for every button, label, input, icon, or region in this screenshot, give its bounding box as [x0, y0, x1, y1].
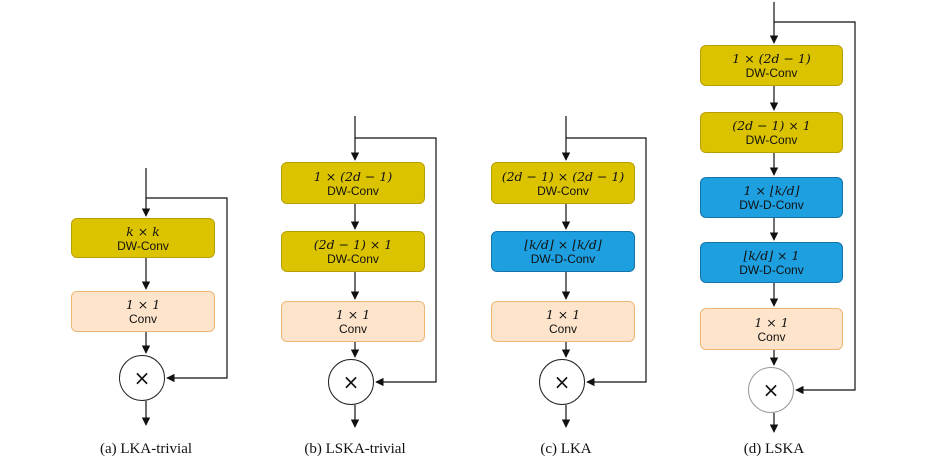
panel-d-dwconv-block-2: (2d − 1) × 1 DW-Conv [700, 112, 843, 153]
kernel-size-label: 1 × (2d − 1) [732, 51, 811, 66]
panel-c-dwconv-block: (2d − 1) × (2d − 1) DW-Conv [491, 162, 635, 204]
panel-a-multiply-node: × [119, 355, 165, 401]
panel-d-conv-block: 1 × 1 Conv [700, 308, 843, 350]
panel-a-caption: (a) LKA-trivial [99, 441, 193, 457]
panel-d-dwconv-block-1: 1 × (2d − 1) DW-Conv [700, 45, 843, 86]
panel-d-dwdconv-block-1: 1 × ⌊k/d⌋ DW-D-Conv [700, 177, 843, 218]
panel-a-dwconv-block: k × k DW-Conv [71, 218, 215, 258]
layer-type-label: DW-D-Conv [739, 198, 804, 212]
panel-b-multiply-node: × [328, 359, 374, 405]
layer-type-label: DW-Conv [327, 183, 379, 198]
panel-c-skip-connection [566, 137, 647, 387]
layer-type-label: DW-D-Conv [739, 263, 804, 277]
panel-d-caption: (d) LSKA [743, 441, 805, 457]
kernel-size-label: ⌊k/d⌋ × 1 [743, 248, 800, 263]
panel-d-multiply-node: × [748, 367, 794, 413]
panel-b-conv-block: 1 × 1 Conv [281, 301, 425, 342]
panel-b-caption: (b) LSKA-trivial [304, 441, 406, 457]
layer-type-label: DW-Conv [745, 66, 798, 80]
kernel-size-label: (2d − 1) × 1 [732, 118, 811, 133]
panel-b-dwconv-block-1: 1 × (2d − 1) DW-Conv [281, 162, 425, 204]
kernel-size-label: 1 × ⌊k/d⌋ [743, 183, 800, 198]
panel-c-multiply-node: × [539, 359, 585, 405]
kernel-size-label: 1 × 1 [545, 307, 581, 322]
panel-b-dwconv-block-2: (2d − 1) × 1 DW-Conv [281, 231, 425, 272]
panel-a-skip-connection [146, 197, 228, 383]
kernel-size-label: k × k [126, 223, 160, 239]
kernel-size-label: 1 × 1 [754, 314, 789, 330]
panel-d-dwdconv-block-2: ⌊k/d⌋ × 1 DW-D-Conv [700, 242, 843, 283]
layer-type-label: Conv [548, 322, 577, 336]
layer-type-label: DW-Conv [117, 238, 169, 253]
layer-type-label: Conv [338, 322, 367, 336]
panel-a-conv-block: 1 × 1 Conv [71, 291, 215, 332]
panel-c-conv-block: 1 × 1 Conv [491, 301, 635, 342]
layer-type-label: DW-D-Conv [530, 252, 596, 266]
kernel-size-label: (2d − 1) × (2d − 1) [501, 168, 625, 184]
kernel-size-label: (2d − 1) × 1 [313, 237, 393, 252]
layer-type-label: DW-Conv [537, 183, 589, 198]
layer-type-label: DW-Conv [327, 252, 379, 266]
layer-type-label: Conv [128, 312, 157, 326]
kernel-size-label: 1 × 1 [125, 297, 161, 312]
panel-c-dwdconv-block: ⌊k/d⌋ × ⌊k/d⌋ DW-D-Conv [491, 231, 635, 272]
panel-d-skip-connection [774, 21, 856, 395]
panel-c-caption: (c) LKA [540, 441, 592, 457]
kernel-size-label: 1 × (2d − 1) [313, 168, 393, 184]
layer-type-label: DW-Conv [745, 133, 798, 147]
kernel-size-label: ⌊k/d⌋ × ⌊k/d⌋ [524, 237, 602, 252]
layer-type-label: Conv [757, 329, 786, 344]
panel-b-skip-connection [355, 137, 437, 387]
kernel-size-label: 1 × 1 [335, 307, 371, 322]
